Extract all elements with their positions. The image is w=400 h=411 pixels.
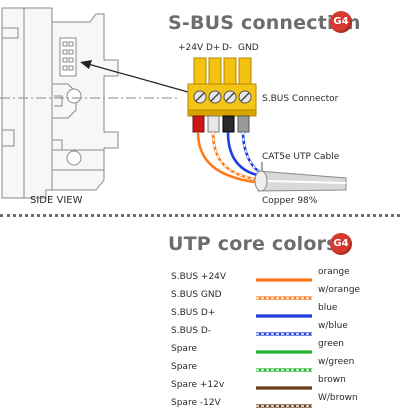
legend-signal-label: Spare — [171, 362, 197, 372]
legend-color-name: blue — [318, 303, 338, 313]
pin-label-24v: +24V — [178, 43, 204, 53]
cable-wires — [196, 131, 263, 185]
legend-color-name: orange — [318, 267, 350, 277]
legend-color-name: w/blue — [318, 321, 348, 331]
sbus-connector — [187, 57, 257, 133]
legend-signal-label: Spare -12V — [171, 398, 221, 408]
legend-signal-label: S.BUS D+ — [171, 308, 216, 318]
cable-label: CAT5e UTP Cable — [262, 152, 340, 162]
legend-title: UTP core colors — [168, 233, 338, 255]
legend-color-name: brown — [318, 375, 346, 385]
pin-label-dplus: D+ — [206, 43, 221, 53]
pin-label-dminus: D- — [222, 43, 233, 53]
legend-color-samples — [256, 278, 312, 408]
connector-label: S.BUS Connector — [262, 94, 339, 104]
arrow-head-icon — [80, 60, 92, 69]
black-ferrule — [222, 115, 235, 133]
red-ferrule — [192, 115, 205, 133]
grey-ferrule — [237, 115, 250, 133]
legend-color-name: green — [318, 339, 344, 349]
legend-signal-label: S.BUS +24V — [171, 272, 227, 282]
pin-label-gnd: GND — [238, 43, 259, 53]
legend-color-name: W/brown — [318, 393, 358, 403]
legend-signal-label: Spare — [171, 344, 197, 354]
copper-label: Copper 98% — [262, 196, 318, 206]
legend-signal-label: S.BUS GND — [171, 290, 222, 300]
legend-color-name: w/green — [318, 357, 355, 367]
side-view-label: SIDE VIEW — [30, 195, 83, 206]
g4-badge-icon: G4 — [330, 233, 352, 255]
white-ferrule — [207, 115, 220, 133]
g4-badge-icon: G4 — [330, 11, 352, 33]
device-side-view — [1, 7, 119, 199]
legend-signal-label: Spare +12v — [171, 380, 225, 390]
section-divider — [0, 214, 400, 221]
legend-color-name: w/orange — [318, 285, 361, 295]
legend-signal-label: S.BUS D- — [171, 326, 212, 336]
utp-cable — [254, 170, 347, 192]
arrow-line — [87, 63, 189, 93]
connection-title: S-BUS connection — [168, 12, 361, 34]
